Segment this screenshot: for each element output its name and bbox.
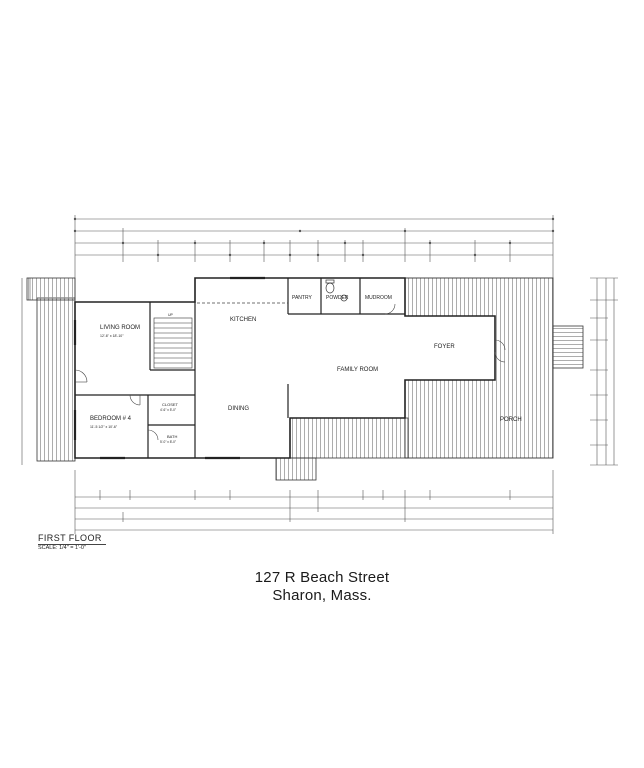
bottom-dimension-lines — [74, 470, 554, 534]
floor-scale: SCALE: 1/4" = 1'-0" — [38, 545, 86, 551]
bath-dims: 5'-0" x 8'-0" — [160, 440, 176, 444]
family-room-name: FAMILY ROOM — [337, 367, 378, 373]
side-dimension-lines — [21, 277, 618, 466]
dining-name: DINING — [228, 406, 249, 412]
pantry-name: PANTRY — [292, 295, 312, 301]
room-labels: LIVING ROOM 12'-6" x 18'-10" BEDROOM # 4… — [90, 295, 522, 444]
porch-name: PORCH — [500, 417, 522, 423]
living-room-dims: 12'-6" x 18'-10" — [100, 334, 124, 338]
bedroom-name: BEDROOM # 4 — [90, 416, 132, 422]
bedroom-dims: 11'-5 1/2" x 10'-6" — [90, 425, 118, 429]
stairs — [153, 317, 193, 369]
mudroom-name: MUDROOM — [365, 295, 392, 301]
top-dimension-ticks — [73, 217, 555, 257]
floor-title-text: FIRST FLOOR — [38, 533, 102, 543]
floor-title-underline — [38, 544, 106, 545]
kitchen-name: KITCHEN — [230, 317, 256, 323]
window-marks — [73, 276, 265, 460]
stairs-label: UP — [168, 313, 174, 317]
living-room-name: LIVING ROOM — [100, 325, 140, 331]
powder-fixtures — [325, 279, 348, 302]
left-deck — [26, 277, 76, 462]
address-street: 127 R Beach Street — [254, 569, 390, 586]
floor-title: FIRST FLOOR — [38, 533, 106, 545]
door-swings — [74, 303, 506, 441]
foyer-name: FOYER — [434, 344, 455, 350]
closet-name: CLOSET — [162, 402, 179, 407]
closet-dims: 4'-6" x 5'-0" — [160, 408, 176, 412]
powder-name: POWDER — [326, 295, 349, 301]
address-city: Sharon, Mass. — [272, 587, 372, 604]
top-dimension-lines — [74, 215, 554, 298]
bath-name: BATH — [167, 434, 177, 439]
